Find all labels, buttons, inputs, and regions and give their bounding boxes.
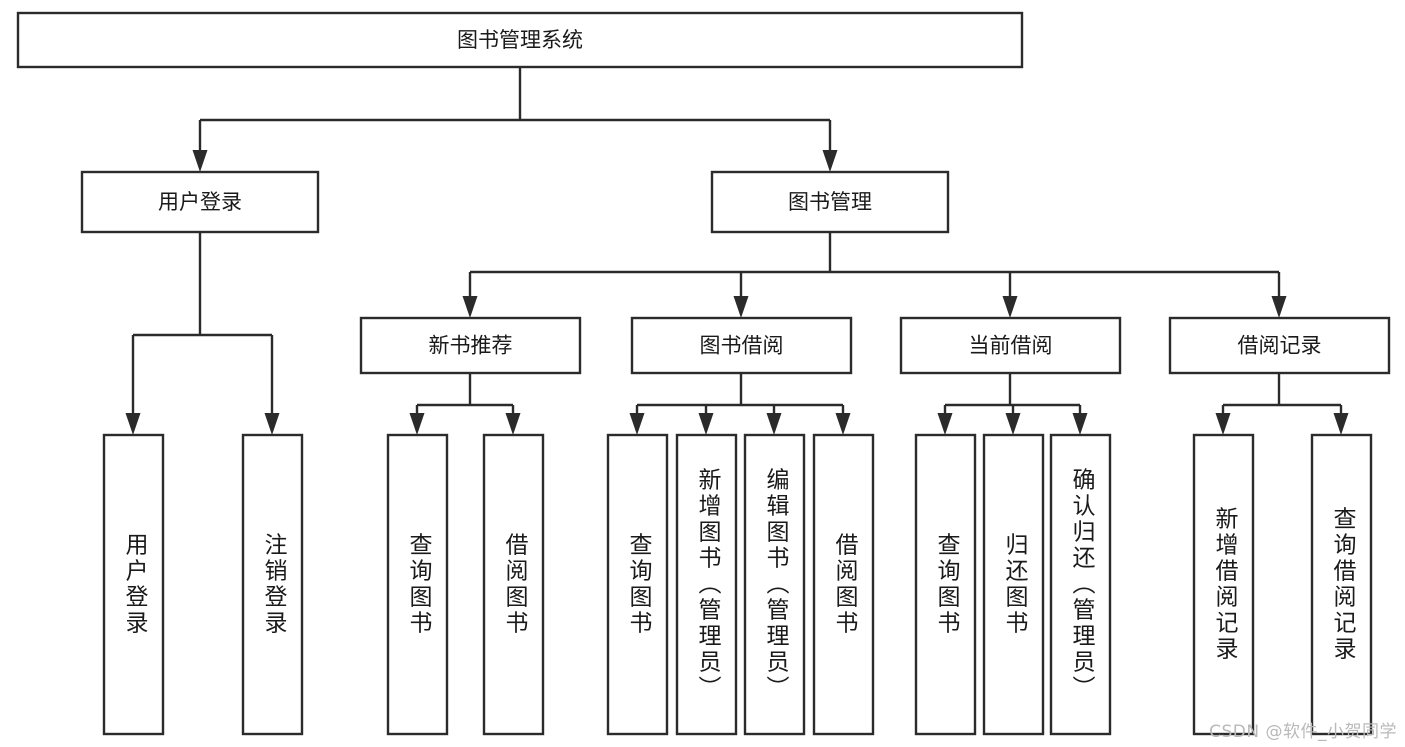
node-label: 编辑图书（管理员）: [762, 468, 790, 702]
node-leaf-cur-return-book[interactable]: 归还图书: [982, 433, 1045, 736]
node-leaf-user-logout[interactable]: 注销登录: [241, 433, 304, 736]
node-label: 当前借阅: [969, 334, 1053, 358]
node-leaf-borrow-add-book[interactable]: 新增图书（管理员）: [675, 433, 738, 736]
node-label: 用户登录: [121, 533, 149, 637]
node-leaf-borrow-query-book[interactable]: 查询图书: [606, 433, 669, 736]
connector-layer: [125, 67, 1349, 435]
node-leaf-borrow-borrow-book[interactable]: 借阅图书: [812, 433, 875, 736]
node-current-borrow[interactable]: 当前借阅: [899, 316, 1122, 375]
node-book-borrow[interactable]: 图书借阅: [630, 316, 853, 375]
node-label: 用户登录: [158, 190, 242, 214]
connector-book-borrow: [629, 373, 851, 435]
node-layer: 图书管理系统用户登录图书管理新书推荐图书借阅当前借阅借阅记录用户登录注销登录查询…: [16, 11, 1391, 736]
node-leaf-rec-query-record[interactable]: 查询借阅记录: [1310, 433, 1373, 736]
connector-borrow-record: [1215, 373, 1349, 435]
node-leaf-cur-confirm-return[interactable]: 确认归还（管理员）: [1049, 433, 1112, 736]
node-leaf-cur-query-book[interactable]: 查询图书: [914, 433, 977, 736]
node-label: 借阅图书: [501, 533, 529, 637]
node-label: 新增借阅记录: [1211, 507, 1239, 663]
node-new-book-rec[interactable]: 新书推荐: [359, 316, 582, 375]
node-label: 查询图书: [405, 533, 433, 637]
node-leaf-rec-add-record[interactable]: 新增借阅记录: [1192, 433, 1255, 736]
node-label: 借阅图书: [831, 533, 859, 637]
node-leaf-borrow-edit-book[interactable]: 编辑图书（管理员）: [743, 433, 806, 736]
node-label: 确认归还（管理员）: [1068, 468, 1096, 702]
node-label: 归还图书: [1001, 533, 1029, 637]
node-label: 图书借阅: [700, 334, 784, 358]
node-label: 查询图书: [933, 533, 961, 637]
node-label: 借阅记录: [1238, 334, 1322, 358]
node-label: 新增图书（管理员）: [694, 468, 722, 702]
node-label: 注销登录: [260, 533, 288, 637]
connector-new-book-rec: [409, 373, 521, 435]
connector-current-borrow: [937, 373, 1088, 435]
node-book-manage-group[interactable]: 图书管理: [710, 170, 950, 234]
node-label: 图书管理系统: [457, 28, 583, 52]
node-leaf-user-login[interactable]: 用户登录: [102, 433, 165, 736]
node-user-login-group[interactable]: 用户登录: [80, 170, 320, 234]
node-label: 查询借阅记录: [1329, 507, 1357, 663]
node-label: 查询图书: [625, 533, 653, 637]
node-leaf-rec-borrow-book[interactable]: 借阅图书: [482, 433, 545, 736]
node-label: 图书管理: [788, 190, 872, 214]
node-leaf-rec-query-book[interactable]: 查询图书: [386, 433, 449, 736]
node-borrow-record[interactable]: 借阅记录: [1168, 316, 1391, 375]
connector-book-manage-group: [462, 232, 1287, 318]
connector-root: [192, 67, 838, 172]
node-label: 新书推荐: [429, 334, 513, 358]
watermark-text: CSDN @软件_小贺同学: [1209, 722, 1397, 742]
node-root[interactable]: 图书管理系统: [16, 11, 1024, 69]
connector-user-login-group: [125, 232, 280, 435]
